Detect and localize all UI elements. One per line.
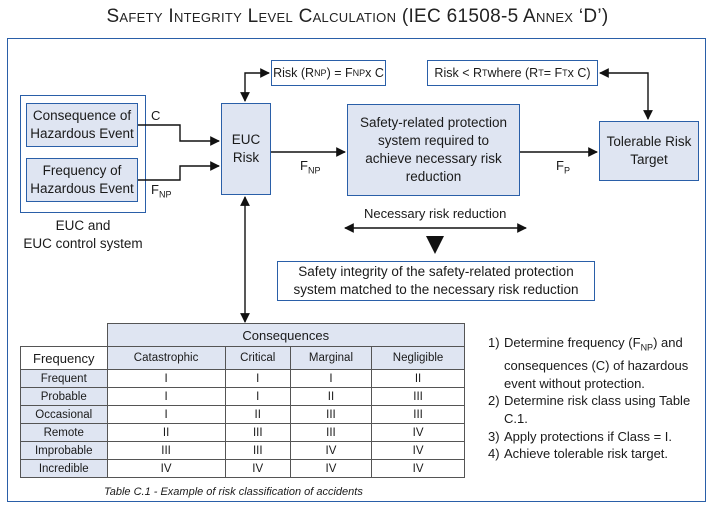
risk-class-cell: IV (289, 441, 373, 460)
step-item: 4) Achieve tolerable risk target. (488, 446, 669, 462)
risk-class-cell: II (371, 369, 465, 388)
diagram-title: Safety Integrity Level Calculation (IEC … (106, 6, 609, 27)
risk-class-cell: I (224, 387, 291, 406)
step-text: Determine frequency (FNP) and consequenc… (504, 335, 689, 391)
risk-class-cell: III (106, 441, 226, 460)
col-header-negligible: Negligible (371, 346, 465, 370)
step-text: Determine risk class using Table C.1. (504, 393, 691, 426)
table-row: Probable I I II III (20, 387, 465, 406)
diagram-frame (7, 38, 706, 502)
frequency-to-euc-arrow (138, 161, 220, 181)
risk-class-cell: IV (371, 441, 465, 460)
euc-risk-box: EUC Risk (221, 103, 271, 195)
risk-class-cell: I (289, 369, 373, 388)
risk-class-cell: IV (371, 459, 465, 478)
col-header-marginal: Marginal (289, 346, 373, 370)
f-np-input-label: FNP (151, 182, 172, 200)
col-header-critical: Critical (224, 346, 291, 370)
step-text: Apply protections if Class = I. (504, 428, 672, 444)
euc-system-group (20, 95, 146, 213)
row-label: Probable (20, 387, 108, 406)
euc-system-label-line2: EUC control system (23, 236, 143, 251)
risk-classification-table: Consequences Frequency Catastrophic Crit… (20, 323, 465, 478)
euc-system-label-line1: EUC and (55, 218, 111, 233)
step-item: 3) Apply protections if Class = I. (488, 428, 672, 444)
risk-class-cell: III (224, 441, 291, 460)
risk-class-cell: I (224, 369, 291, 388)
f-np-output-label: FNP (300, 158, 321, 176)
col-header-catastrophic: Catastrophic (106, 346, 226, 370)
risk-class-cell: III (289, 405, 373, 424)
sil-match-box: Safety integrity of the safety-related p… (277, 261, 595, 301)
euc-system-label: EUC and EUC control system (20, 217, 146, 253)
table-row: Remote II III III IV (20, 423, 465, 442)
step-item: 2) Determine risk class using Table C.1. (488, 392, 698, 427)
consequences-header: Consequences (106, 323, 465, 347)
risk-class-cell: II (289, 387, 373, 406)
risk-class-cell: III (371, 405, 465, 424)
frequency-box: Frequency of Hazardous Event (26, 158, 138, 202)
consequence-to-euc-arrow (138, 124, 220, 146)
necessary-reduction-label: Necessary risk reduction (364, 206, 507, 221)
row-label: Remote (20, 423, 108, 442)
row-label: Frequent (20, 369, 108, 388)
table-row: Incredible IV IV IV IV (20, 459, 465, 478)
euc-to-risk-np-arrow (240, 68, 270, 102)
step-text: Achieve tolerable risk target. (504, 446, 669, 462)
step-item: 1) Determine frequency (FNP) and consequ… (488, 334, 698, 392)
protection-system-box: Safety-related protection system require… (347, 104, 520, 196)
risk-class-cell: IV (289, 459, 373, 478)
down-triangle-icon (426, 236, 444, 254)
tolerable-risk-box: Tolerable Risk Target (599, 121, 699, 181)
consequence-box: Consequence of Hazardous Event (26, 103, 138, 147)
c-label: C (151, 108, 161, 123)
table-row: Frequent I I I II (20, 369, 465, 388)
risk-class-cell: III (289, 423, 373, 442)
risk-class-cell: II (106, 423, 226, 442)
frequency-header: Frequency (20, 346, 108, 370)
row-label: Improbable (20, 441, 108, 460)
risk-class-cell: IV (224, 459, 291, 478)
risk-class-cell: I (106, 369, 226, 388)
table-caption: Table C.1 - Example of risk classificati… (104, 486, 363, 498)
table-row: Occasional I II III III (20, 405, 465, 424)
row-label: Incredible (20, 459, 108, 478)
risk-class-cell: IV (371, 423, 465, 442)
risk-target-to-tolerable-arrow (599, 68, 653, 120)
table-row: Improbable III III IV IV (20, 441, 465, 460)
row-label: Occasional (20, 405, 108, 424)
risk-class-cell: III (224, 423, 291, 442)
risk-class-cell: I (106, 387, 226, 406)
risk-class-cell: IV (106, 459, 226, 478)
f-p-label: FP (556, 158, 570, 176)
risk-class-cell: III (371, 387, 465, 406)
risk-class-cell: I (106, 405, 226, 424)
risk-class-cell: II (224, 405, 291, 424)
procedure-steps: 1) Determine frequency (FNP) and consequ… (488, 334, 698, 463)
